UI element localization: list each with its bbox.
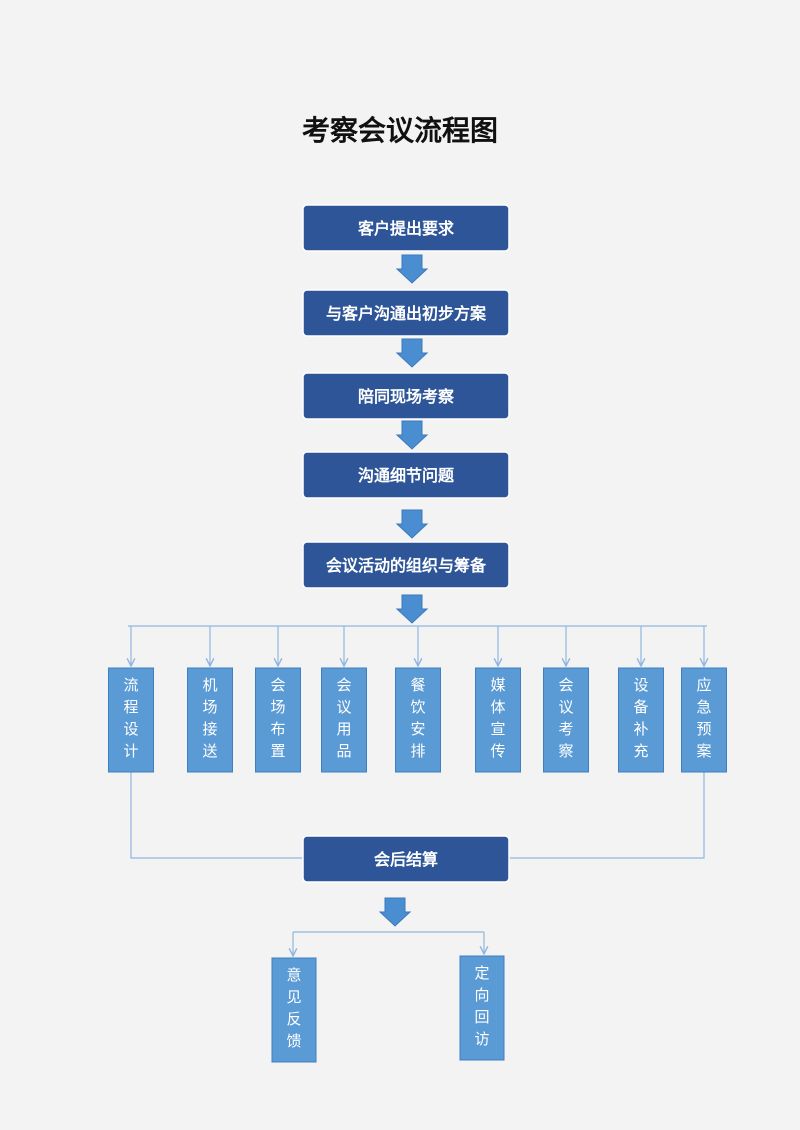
main-step-1-label: 客户提出要求 [358, 219, 455, 238]
flow-arrow-4 [395, 509, 429, 539]
sub-task-6: 媒体宣传 [475, 667, 521, 773]
main-step-4: 沟通细节问题 [302, 451, 510, 499]
followup-box [271, 957, 317, 1063]
sub-task-5: 餐饮安排 [395, 667, 441, 773]
main-step-2-box [302, 289, 510, 337]
sub-task-box [618, 667, 664, 773]
main-step-5-box [302, 541, 510, 589]
flow-arrow-6 [378, 897, 412, 927]
sub-task-box [475, 667, 521, 773]
sub-task-box [108, 667, 154, 773]
followup-1: 意见反馈 [271, 957, 317, 1063]
settlement-step-box [302, 835, 510, 883]
settlement-step: 会后结算 [302, 835, 510, 883]
main-step-1-box [302, 204, 510, 252]
main-step-5-label: 会议活动的组织与筹备 [326, 556, 487, 575]
sub-task-label: 应急预案 [696, 676, 711, 760]
page-title: 考察会议流程图 [302, 114, 498, 147]
sub-task-box [321, 667, 367, 773]
sub-task-box [543, 667, 589, 773]
sub-task-label: 机场接送 [202, 676, 217, 760]
sub-task-8: 设备补充 [618, 667, 664, 773]
followup-label: 定向回访 [474, 964, 489, 1048]
sub-task-label: 媒体宣传 [490, 676, 505, 760]
main-step-2: 与客户沟通出初步方案 [302, 289, 510, 337]
main-step-1: 客户提出要求 [302, 204, 510, 252]
sub-task-box [187, 667, 233, 773]
main-step-layer: 客户提出要求与客户沟通出初步方案陪同现场考察沟通细节问题会议活动的组织与筹备会后… [302, 204, 510, 883]
followup-2: 定向回访 [459, 955, 505, 1061]
followup-label: 意见反馈 [286, 966, 301, 1050]
sub-task-layer: 流程设计 机场接送 会场布置 会议用品 餐饮安排 媒体宣传 会议考察 设备补充 应急预案 [108, 667, 727, 773]
sub-task-3: 会场布置 [255, 667, 301, 773]
flow-arrow-3 [395, 420, 429, 450]
main-step-3-box [302, 372, 510, 420]
flow-arrow-layer [378, 254, 429, 927]
sub-task-label: 会议考察 [558, 676, 573, 760]
main-step-2-label: 与客户沟通出初步方案 [326, 304, 487, 323]
main-step-3-label: 陪同现场考察 [358, 387, 455, 406]
sub-task-label: 餐饮安排 [410, 676, 425, 760]
sub-task-label: 流程设计 [123, 676, 138, 760]
merge-line-right [509, 772, 705, 859]
sub-task-2: 机场接送 [187, 667, 233, 773]
sub-task-label: 会场布置 [270, 676, 285, 760]
settlement-step-label: 会后结算 [374, 850, 438, 869]
connector-layer [128, 625, 707, 956]
flow-arrow-2 [395, 338, 429, 368]
sub-task-4: 会议用品 [321, 667, 367, 773]
main-step-4-label: 沟通细节问题 [358, 466, 455, 485]
sub-task-box [255, 667, 301, 773]
followup-box [459, 955, 505, 1061]
sub-task-7: 会议考察 [543, 667, 589, 773]
sub-task-9: 应急预案 [681, 667, 727, 773]
merge-line-left [130, 772, 303, 859]
main-step-5: 会议活动的组织与筹备 [302, 541, 510, 589]
sub-task-label: 设备补充 [633, 676, 648, 760]
main-step-3: 陪同现场考察 [302, 372, 510, 420]
followup-layer: 意见反馈 定向回访 [271, 955, 505, 1063]
sub-task-1: 流程设计 [108, 667, 154, 773]
flow-arrow-1 [395, 254, 429, 284]
sub-task-box [681, 667, 727, 773]
sub-task-box [395, 667, 441, 773]
sub-task-label: 会议用品 [336, 676, 351, 760]
main-step-4-box [302, 451, 510, 499]
flow-arrow-5 [395, 594, 429, 624]
